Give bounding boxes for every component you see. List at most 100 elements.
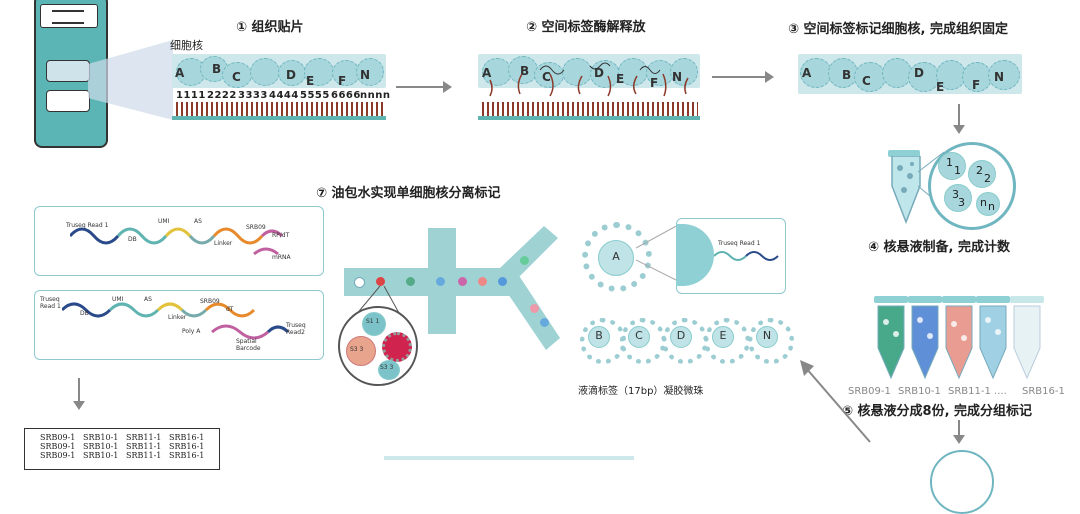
table-cell: SRB16-1 xyxy=(169,433,205,442)
droplet-cell-label: S1 1 xyxy=(366,318,380,325)
cell xyxy=(250,58,280,86)
construct-2-umi: UMI xyxy=(112,296,124,303)
construct-1-umi: UMI xyxy=(158,218,170,225)
droplet xyxy=(520,256,529,265)
tube-cap xyxy=(976,296,1010,303)
tissue-letter: N xyxy=(994,70,1005,84)
table-cell: SRB11-1 xyxy=(126,433,162,442)
barcode-number: 2222 xyxy=(207,90,237,101)
gel-bead: N xyxy=(756,326,778,348)
slide-lines-icon xyxy=(52,10,84,24)
tube-label: SRB11-1 .... xyxy=(948,386,1007,397)
tissue-letter: F xyxy=(338,74,347,88)
construct-1-linker: Linker xyxy=(214,240,233,247)
cell xyxy=(278,60,306,86)
bead-halo xyxy=(748,318,794,364)
cell xyxy=(482,58,512,86)
step-4-title: ④ 核悬液制备, 完成计数 xyxy=(868,240,1010,255)
zoom-digit: 1 xyxy=(946,156,953,169)
table-row: SRB09-1 SRB10-1 SRB11-1 SRB16-1 xyxy=(40,451,204,460)
tube-cap xyxy=(1010,296,1044,303)
construct-2-wave xyxy=(62,302,290,340)
table-cell: SRB16-1 xyxy=(169,451,205,460)
zoom-digit: 1 xyxy=(954,164,961,177)
spatial-barcodes xyxy=(482,102,698,116)
cell xyxy=(508,56,538,84)
bead-oligo-label: Truseq Read 1 xyxy=(718,240,761,247)
slide-surface xyxy=(172,116,386,120)
construct-panel-2 xyxy=(34,290,324,360)
tissue-letter: B xyxy=(520,64,530,78)
droplet xyxy=(530,304,539,313)
released-tags xyxy=(489,62,689,97)
droplet-cell-label: S3 3 xyxy=(350,346,364,353)
construct-2-db: DB xyxy=(80,310,89,317)
cell xyxy=(304,58,334,86)
cell xyxy=(962,62,992,92)
cell xyxy=(646,60,674,86)
table-cell: SRB16-1 xyxy=(169,442,205,451)
droplet-cell-label: S3 3 xyxy=(380,364,394,371)
construct-2-read2: Truseq Read2 xyxy=(286,322,306,336)
tissue-letter: N xyxy=(360,68,371,82)
step-2-title: ② 空间标签酶解释放 xyxy=(526,20,646,35)
construct-1-as: AS xyxy=(194,218,202,225)
zoom-digit: n xyxy=(988,200,995,213)
bead-letter: E xyxy=(719,329,727,342)
bead-letter: N xyxy=(762,329,772,342)
table-cell: SRB10-1 xyxy=(83,433,119,442)
construct-2-linker: Linker xyxy=(168,314,187,321)
tube-label: SRB09-1 xyxy=(848,386,891,397)
construct-2-spatial: Spatial Barcode xyxy=(236,338,261,352)
table-cell: SRB10-1 xyxy=(83,451,119,460)
construct-1-wave xyxy=(70,227,284,256)
nucleus xyxy=(362,312,386,336)
bead-a-halo xyxy=(582,222,652,292)
table-row: SRB09-1 SRB10-1 SRB11-1 SRB16-1 xyxy=(40,442,204,451)
construct-1-srb: SRB09 xyxy=(246,224,266,231)
slide-well-2 xyxy=(46,90,90,112)
construct-2-polya: Poly A xyxy=(182,328,201,335)
arrow-constructs-down xyxy=(73,378,85,410)
bead-halo xyxy=(704,318,750,364)
split-tubes xyxy=(877,305,1041,380)
tissue-letter: A xyxy=(175,66,185,80)
tissue-letter: C xyxy=(862,74,871,88)
bead-letter: B xyxy=(595,329,603,342)
bead-letter: D xyxy=(676,329,686,342)
step-7-title: ⑦ 油包水实现单细胞核分离标记 xyxy=(316,186,501,201)
step-5-title: ⑤ 核悬液分成8份, 完成分组标记 xyxy=(842,404,1033,419)
construct-1-truseq: Truseq Read 1 xyxy=(66,222,109,229)
construct-1-mrna: mRNA xyxy=(272,254,291,261)
construct-2-as: AS xyxy=(144,296,152,303)
droplet xyxy=(406,277,415,286)
zoom-projection xyxy=(88,40,173,120)
construct-2-srb: SRB09 xyxy=(200,298,220,305)
droplet xyxy=(478,277,487,286)
barcode-number: 3333 xyxy=(238,90,268,101)
barcode-number: 6666 xyxy=(331,90,361,101)
zoom-digit: 2 xyxy=(984,172,991,185)
slide-label-area xyxy=(40,4,98,28)
tissue-letter: B xyxy=(842,68,852,82)
table-cell: SRB11-1 xyxy=(126,451,162,460)
tube-cap xyxy=(874,296,908,303)
step-1-title: ① 组织贴片 xyxy=(236,20,304,35)
gel-bead: E xyxy=(712,326,734,348)
table-cell: SRB10-1 xyxy=(83,442,119,451)
droplet-tag-caption: 液滴标签（17bp）凝胶微珠 xyxy=(578,386,704,397)
arrow-3-to-4 xyxy=(953,104,965,134)
droplet xyxy=(498,277,507,286)
table-cell: SRB09-1 xyxy=(40,451,76,460)
tissue-letter: E xyxy=(306,74,315,88)
bead-red xyxy=(382,332,412,362)
nucleus-label: 细胞核 xyxy=(170,39,203,52)
tissue-letter: C xyxy=(542,70,551,84)
tissue-letter: F xyxy=(650,76,659,90)
droplet xyxy=(540,318,549,327)
tissue-letter: D xyxy=(594,66,604,80)
cell xyxy=(882,58,912,88)
zoom-digit: 3 xyxy=(952,188,959,201)
bead-letter: A xyxy=(612,250,620,263)
nucleus xyxy=(378,360,400,380)
